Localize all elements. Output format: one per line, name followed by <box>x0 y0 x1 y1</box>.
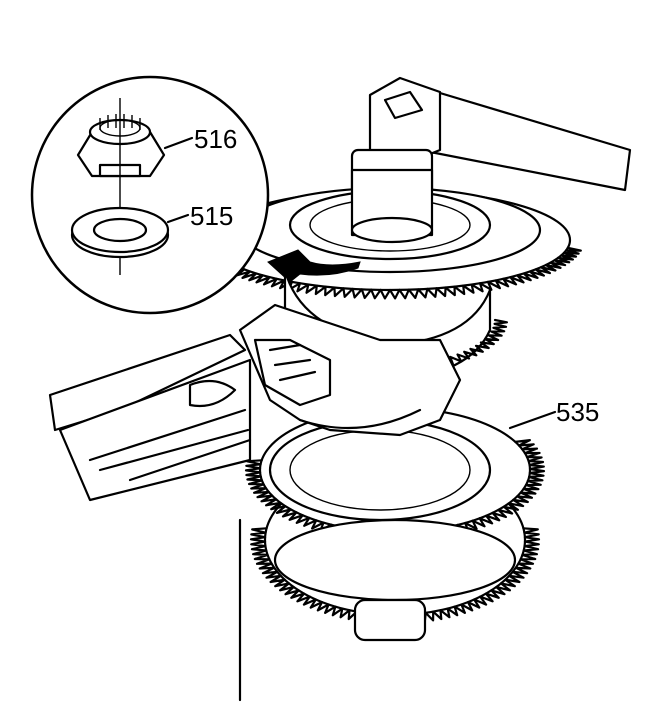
detail-inset <box>30 75 270 315</box>
holding-fixture <box>48 333 252 702</box>
leader-line-535 <box>508 410 557 430</box>
callout-535: 535 <box>556 397 599 427</box>
callout-516: 516 <box>194 124 237 154</box>
washer-515 <box>70 206 170 259</box>
rotation-arrow <box>267 249 361 283</box>
callout-515: 515 <box>190 201 233 231</box>
torque-wrench <box>350 76 632 212</box>
adjustable-wrench <box>238 303 462 437</box>
gear-cluster-535 <box>244 406 546 642</box>
